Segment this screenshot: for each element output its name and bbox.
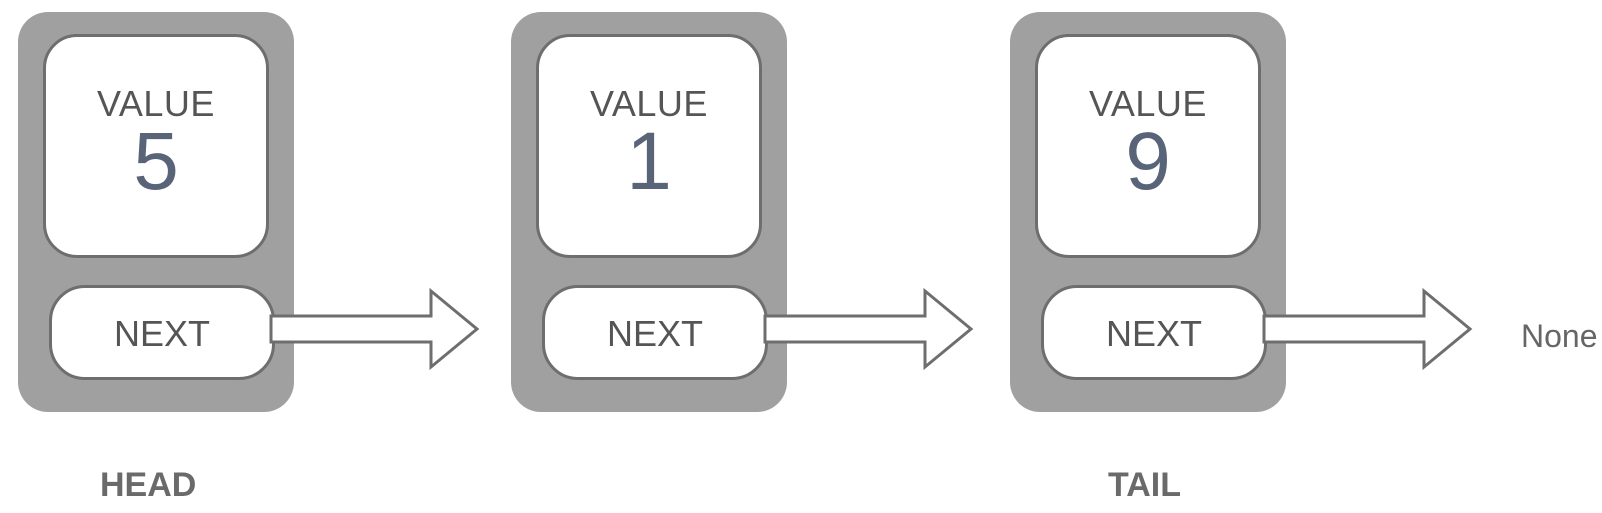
right-arrow-icon [1262, 287, 1473, 371]
value-box: VALUE 5 [43, 34, 269, 258]
value-box: VALUE 1 [536, 34, 762, 258]
node-value: 9 [1125, 116, 1171, 207]
right-arrow-icon [269, 287, 480, 371]
next-pointer-box: NEXT [542, 285, 768, 380]
next-label: NEXT [113, 313, 210, 354]
linked-list-node-3: VALUE 9 NEXT [1010, 12, 1286, 412]
next-pointer-box: NEXT [1041, 285, 1267, 380]
value-box: VALUE 9 [1035, 34, 1261, 258]
terminal-none-label: None [1521, 318, 1598, 354]
right-arrow-icon [763, 287, 974, 371]
linked-list-node-2: VALUE 1 NEXT [511, 12, 787, 412]
next-label: NEXT [606, 313, 703, 354]
node-value: 5 [133, 116, 179, 207]
value-label: VALUE [97, 83, 215, 124]
next-pointer-box: NEXT [49, 285, 275, 380]
linked-list-node-1: VALUE 5 NEXT [18, 12, 294, 412]
node-value: 1 [626, 116, 672, 207]
value-label: VALUE [1089, 83, 1207, 124]
head-label: HEAD [100, 466, 197, 504]
tail-label: TAIL [1108, 466, 1182, 504]
value-label: VALUE [590, 83, 708, 124]
next-label: NEXT [1105, 313, 1202, 354]
